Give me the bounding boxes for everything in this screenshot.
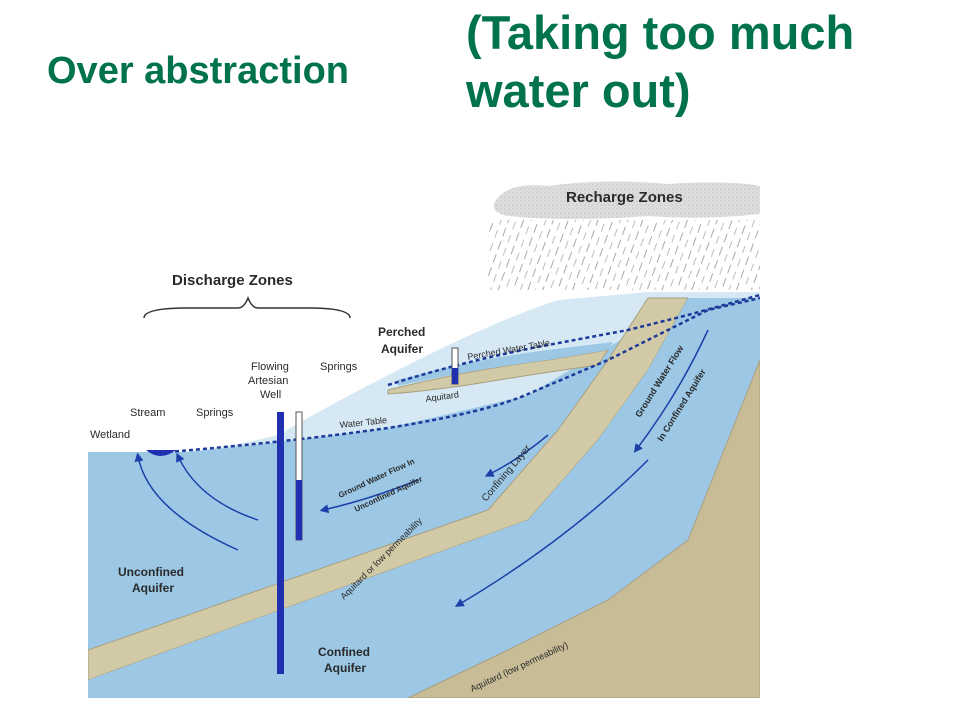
unconfined-aquifer-label-1: Unconfined (118, 565, 184, 579)
flowing-artesian-label-2: Artesian (248, 375, 288, 387)
aquitard-label: Aquitard (425, 389, 460, 404)
arrow-confined-upper (633, 329, 709, 453)
perched-aquifer (398, 342, 613, 386)
water-table-label: Water Table (339, 415, 387, 430)
stream-label: Stream (130, 407, 165, 419)
springs-upper-label: Springs (320, 361, 358, 373)
discharge-zones-label: Discharge Zones (172, 272, 293, 289)
slide-subtitle: (Taking too much water out) (466, 6, 855, 117)
well-screen (296, 480, 302, 540)
springs-lower-label: Springs (196, 407, 234, 419)
perched-aquitard (387, 349, 610, 395)
perched-well-water (452, 368, 458, 384)
slide-title: Over abstraction (47, 50, 349, 92)
confined-aquifer (88, 298, 760, 698)
stream-pool (146, 450, 176, 456)
recharge-cloud (493, 181, 760, 219)
bottom-aquitard (407, 359, 760, 698)
arrow-unconfined (319, 479, 419, 514)
wetland-label: Wetland (90, 429, 130, 441)
artesian-well (277, 412, 284, 674)
arrow-unconfined-2 (484, 434, 549, 477)
groundwater-diagram: Recharge Zones Discharge Zones Perched A… (88, 181, 760, 698)
confined-aquifer-label-1: Confined (318, 645, 370, 659)
water-table-line (167, 296, 760, 454)
flowing-artesian-label-3: Well (260, 389, 281, 401)
unconfined-aquifer (88, 298, 688, 650)
confined-aquifer-label-2: Aquifer (324, 661, 366, 675)
arrow-discharge-1 (176, 452, 259, 521)
perched-aquifer-label-2: Aquifer (381, 342, 423, 356)
perched-aquifer-label-1: Perched (378, 325, 425, 339)
arrow-confined (454, 459, 649, 607)
unconfined-aquifer-label-2: Aquifer (132, 581, 174, 595)
arrow-discharge-2 (134, 452, 239, 551)
flowing-artesian-label-1: Flowing (251, 361, 289, 373)
rain (488, 220, 760, 290)
recharge-zones-label: Recharge Zones (566, 189, 683, 206)
discharge-brace (143, 295, 351, 319)
